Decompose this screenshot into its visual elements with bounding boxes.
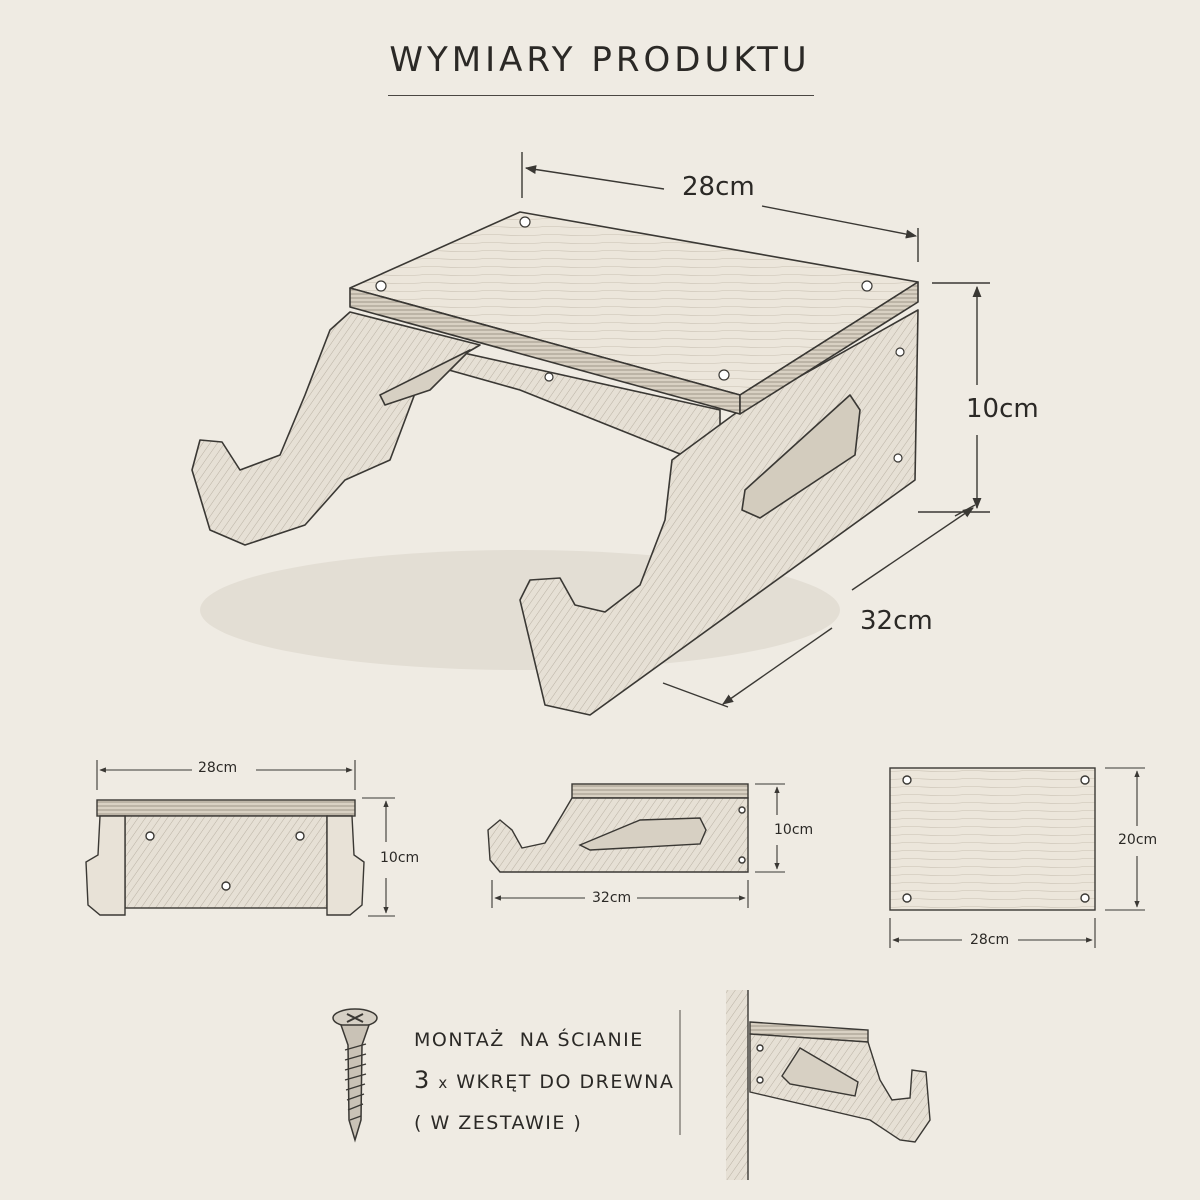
side-dimension-lines — [491, 783, 785, 908]
main-height-label: 10cm — [966, 394, 1039, 424]
side-height-label: 10cm — [774, 822, 814, 838]
right-side-panel — [519, 309, 919, 716]
front-dimension-lines — [96, 760, 395, 917]
main-depth-label: 32cm — [860, 606, 933, 636]
screw-quantity: 3 — [414, 1066, 431, 1094]
left-side-panel — [191, 311, 481, 546]
top-width-label: 28cm — [970, 932, 1010, 948]
side-view — [487, 783, 749, 873]
screw-multiplier: x — [438, 1074, 449, 1092]
page-title: WYMIARY PRODUKTU — [389, 40, 811, 80]
main-dimension-lines — [521, 152, 990, 708]
mounting-included: ( W ZESTAWIE ) — [414, 1112, 583, 1134]
screw-icon — [332, 1008, 378, 1143]
side-depth-label: 32cm — [592, 890, 632, 906]
isometric-view — [191, 211, 919, 716]
title-underline — [388, 95, 814, 96]
mounting-title: MONTAŻ NA ŚCIANIE — [414, 1029, 644, 1051]
screw-type: WKRĘT DO DREWNA — [456, 1071, 675, 1093]
main-width-label: 28cm — [682, 172, 755, 202]
front-height-label: 10cm — [380, 850, 420, 866]
mounting-info: MONTAŻ NA ŚCIANIE 3 x WKRĘT DO DREWNA ( … — [414, 1020, 674, 1143]
top-dimension-lines — [889, 767, 1145, 948]
top-view — [889, 767, 1096, 911]
mounting-screws: 3 x WKRĘT DO DREWNA — [414, 1060, 674, 1103]
front-view — [85, 799, 365, 916]
front-width-label: 28cm — [198, 760, 238, 776]
wall-mount-view — [726, 990, 931, 1180]
top-depth-label: 20cm — [1118, 832, 1158, 848]
